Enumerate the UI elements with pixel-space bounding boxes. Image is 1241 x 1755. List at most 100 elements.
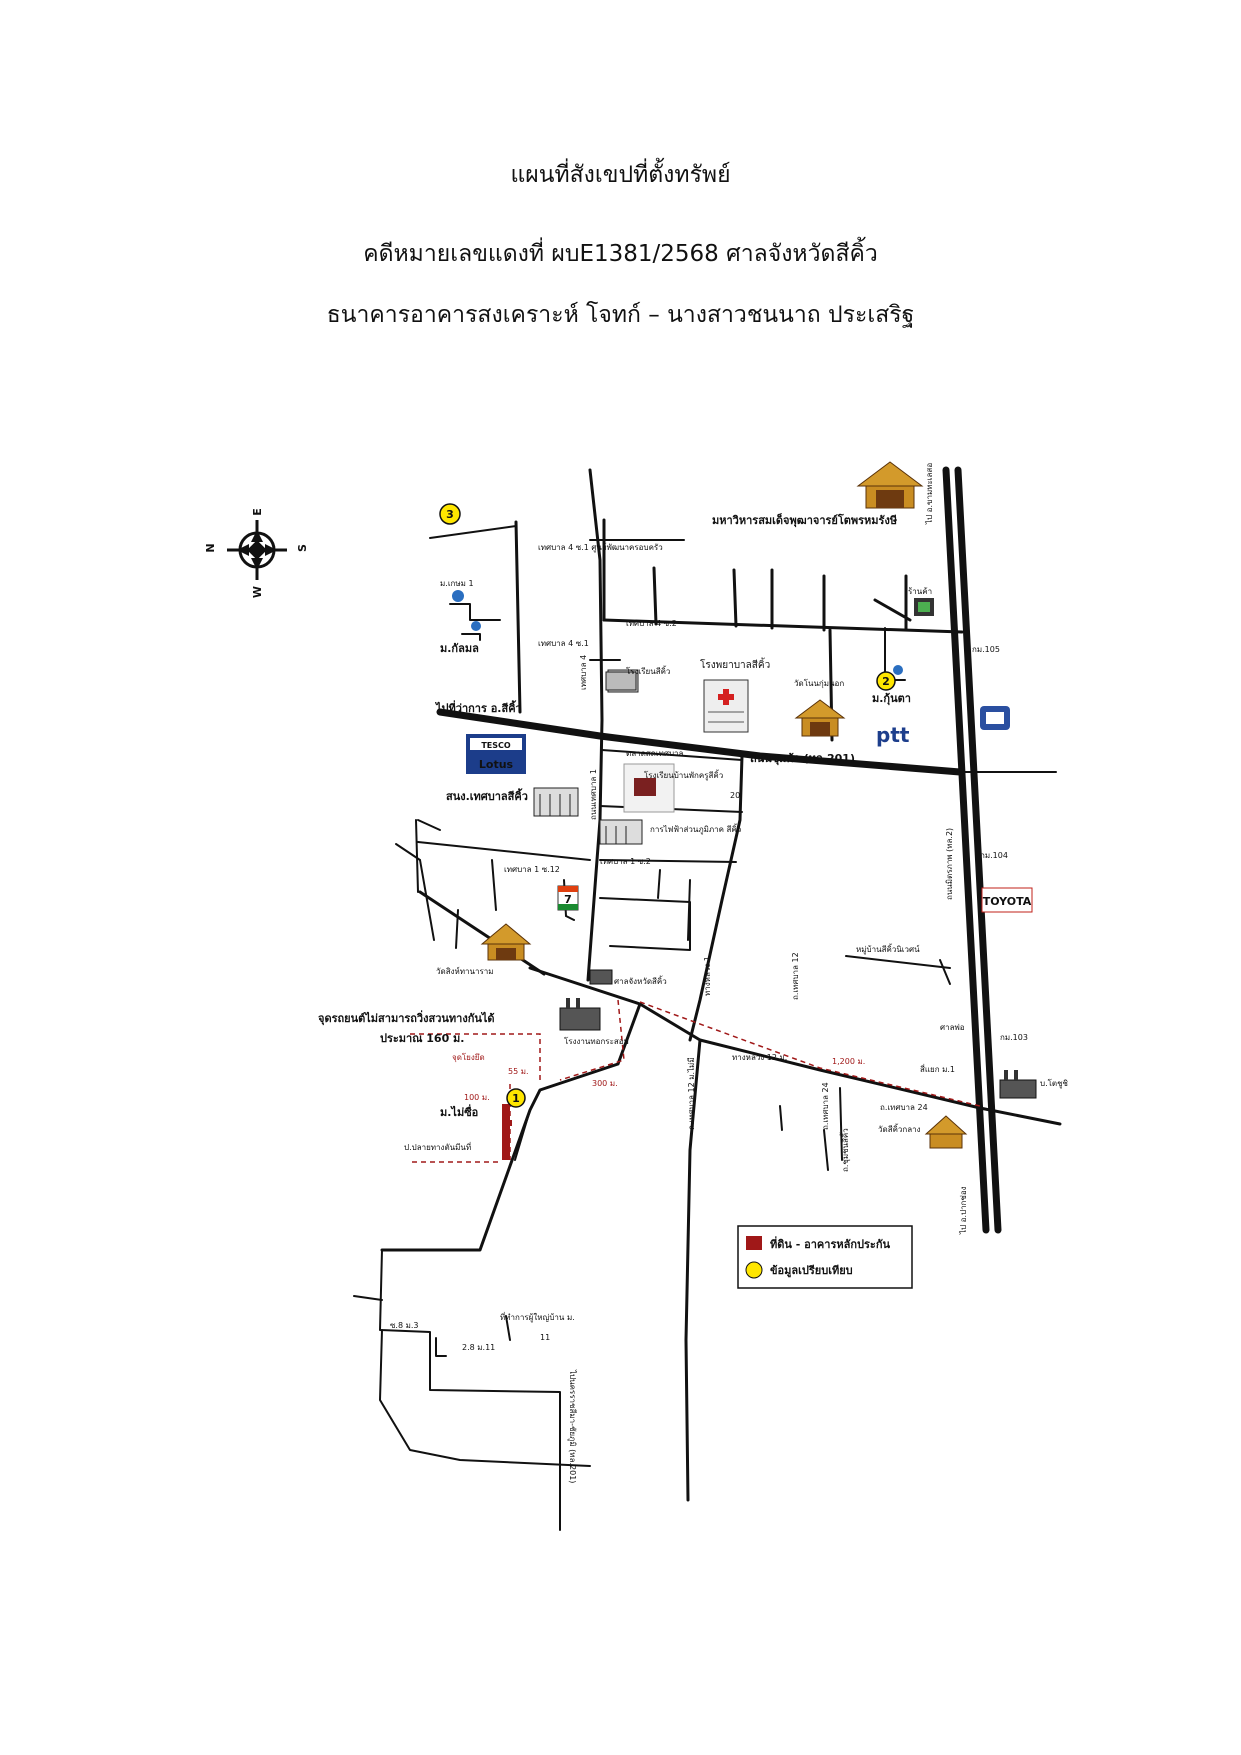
label-1200: 1,200 ม. [832, 1057, 865, 1066]
label-road-left: ทางหลวง 1 [703, 956, 712, 996]
label-soi-4-1: เทศบาล 4 ซ.1 [538, 639, 589, 648]
compass-south: S [296, 544, 309, 552]
svg-text:ptt: ptt [876, 723, 910, 747]
label-rd-24-vert2: ถ.ชุมชนสีคิ้ว [839, 1128, 850, 1172]
road-tesaban-12 [528, 966, 1062, 1126]
case-number-line: คดีหมายเลขแดงที่ ผบE1381/2568 ศาลจังหวัด… [363, 241, 878, 267]
label-shop-top-right: ร้านค้า [908, 587, 932, 596]
label-warning: จุดรถยนต์ไม่สามารถวิ่งสวนทางกันได้ [318, 1010, 495, 1026]
marker-1-number: 1 [512, 1092, 520, 1105]
label-soi-4-2: เทศบาล 4 ซ.2 [626, 619, 677, 628]
map-labels: มหาวิหารสมเด็จพุฒาจารย์โตพรหมรังษี ไป อ.… [318, 463, 1069, 1484]
label-m-maisue: ม.ไม่ซื่อ [440, 1104, 478, 1119]
label-rd-2-left: ซ.8 ม.3 [390, 1321, 419, 1330]
legend: ที่ดิน - อาคารหลักประกัน ข้อมูลเปรียบเที… [737, 1225, 913, 1289]
label-to-police: ไปที่ว่าการ อ.สีคิ้ว [434, 700, 522, 715]
label-wat-sing: วัดสิงห์ทานาราม [436, 966, 494, 976]
comparison-marker-2: 2 [876, 671, 896, 691]
label-school: โรงเรียนสีคิ้ว [626, 665, 670, 676]
label-court: ศาลจังหวัดสีคิ้ว [614, 975, 667, 986]
legend-box [737, 1225, 913, 1289]
main-road-201 [436, 708, 964, 776]
label-kasem: ม.เกษม 1 [440, 579, 474, 588]
building-icon [623, 763, 675, 813]
label-narrow: จุดโยงยึด [452, 1052, 485, 1062]
label-300: 300 ม. [592, 1079, 618, 1088]
temple-icon [480, 923, 532, 961]
comparison-marker-3: 3 [439, 503, 461, 525]
label-soi-1-2: เทศบาล 1 ซ.2 [600, 857, 651, 866]
label-shop-bottom: สี่แยก ม.1 [920, 1063, 955, 1074]
bank-logo [980, 706, 1010, 730]
road-tesaban-1 [586, 468, 604, 982]
label-rd-small: ทางหลวง 12 ม. [732, 1053, 787, 1062]
label-school2: โรงเรียนบ้านพักครูสีคิ้ว [644, 769, 723, 781]
compass-east: E [251, 508, 264, 516]
factory-icon [999, 1070, 1037, 1099]
temple-icon [794, 699, 846, 737]
svg-text:TOYOTA: TOYOTA [983, 895, 1032, 908]
building-icon [599, 819, 643, 845]
ptt-logo: ptt [876, 723, 910, 747]
label-rd-right: ถนนมิตรภาพ (ทล.2) [945, 828, 954, 900]
parties-line: ธนาคารอาคารสงเคราะห์ โจทก์ – นางสาวชนนาถ… [326, 302, 915, 328]
gas-station-icon [914, 598, 934, 616]
marker-3-number: 3 [446, 508, 454, 521]
label-road-main: ถนนชุมค้า (ทล.201) [750, 752, 855, 766]
compass-rose: E W N S [204, 508, 309, 598]
temple-icon [856, 461, 924, 509]
marker-3-dot [439, 503, 461, 525]
svg-text:7: 7 [564, 893, 572, 906]
label-rd-24-vert: ถ.เทศบาล 24 [821, 1082, 830, 1130]
legend-label-comparison: ข้อมูลเปรียบเทียบ [770, 1264, 853, 1278]
label-temple-top: มหาวิหารสมเด็จพุฒาจารย์โตพรหมรังษี [712, 513, 898, 528]
label-to-korat: ไป อ.ขามทะเลสอ [925, 463, 934, 525]
label-elec: การไฟฟ้าส่วนภูมิภาค สีคิ้ว [650, 823, 741, 835]
label-m-kunta: ม.กุ้นตา [872, 692, 911, 706]
marker-2-number: 2 [882, 675, 890, 688]
toyota-logo: TOYOTA [981, 887, 1033, 913]
label-market: ตลาดสดเทศบาล [626, 749, 684, 758]
label-to-bottom: ไป อ.ปากช่อง [959, 1186, 968, 1235]
compass-north: N [204, 543, 217, 552]
building-icon [533, 787, 579, 817]
label-km104: กม.104 [980, 851, 1008, 860]
label-municipal: สนง.เทศบาลสีคิ้ว [446, 788, 528, 803]
label-hospital: โรงพยาบาลสีคิ้ว [700, 657, 770, 671]
label-55: 55 ม. [508, 1067, 529, 1076]
highway-mitraphap [942, 466, 990, 1234]
school-icon [605, 671, 637, 691]
road-network [353, 466, 1062, 1531]
label-wat-nong-yang: วัดโนนกุ่มนอก [794, 678, 844, 688]
label-km103: กม.103 [1000, 1033, 1028, 1042]
factory-icon [559, 998, 601, 1031]
comparison-marker-1: 1 [506, 1088, 526, 1108]
label-rd-11: 2.8 ม.11 [462, 1343, 495, 1352]
label-num-20: 20 [730, 791, 740, 800]
label-soi-4: เทศบาล 4 [579, 655, 588, 690]
seven-eleven-icon: 7 [557, 885, 579, 911]
label-pp-office: ที่ทำการผู้ใหญ่บ้าน ม. [500, 1311, 575, 1323]
label-approx: ประมาณ 160 ม. [380, 1032, 464, 1045]
water-tower-icon [452, 590, 903, 675]
temple-icon [924, 1115, 968, 1149]
court-icon [589, 969, 613, 985]
marker-1-dot [506, 1088, 526, 1108]
marker-2-dot [876, 671, 896, 691]
map-title: แผนที่สังเขปที่ตั้งทรัพย์ [510, 162, 731, 188]
label-village: หมู่บ้านสีคิ้วนิเวศน์ [856, 943, 920, 955]
label-end-road: ป.ปลายทางตันมีนที่ [404, 1141, 471, 1152]
property-marker [502, 1104, 512, 1160]
label-to-korat-bottom: ไปนครราชสีมา-ชัยภูมิ (ทล.201) [567, 1369, 577, 1483]
svg-text:Lotus: Lotus [479, 758, 514, 771]
label-company: บ.โตชูชิ [1040, 1078, 1069, 1089]
label-km105: กม.105 [972, 645, 1000, 654]
label-soi-1-12: เทศบาล 1 ซ.12 [504, 865, 560, 874]
label-m-kamon: ม.กัลมล [440, 642, 479, 655]
legend-swatch-property [746, 1236, 762, 1250]
svg-text:TESCO: TESCO [481, 741, 511, 750]
label-shrine: ศาลพ่อ [940, 1023, 965, 1032]
label-wat-bottom: วัดสีคิ้วกลาง [878, 1123, 921, 1134]
label-soi-top: เทศบาล 4 ซ.1 ศูนย์พัฒนาครอบครัว [538, 542, 663, 553]
